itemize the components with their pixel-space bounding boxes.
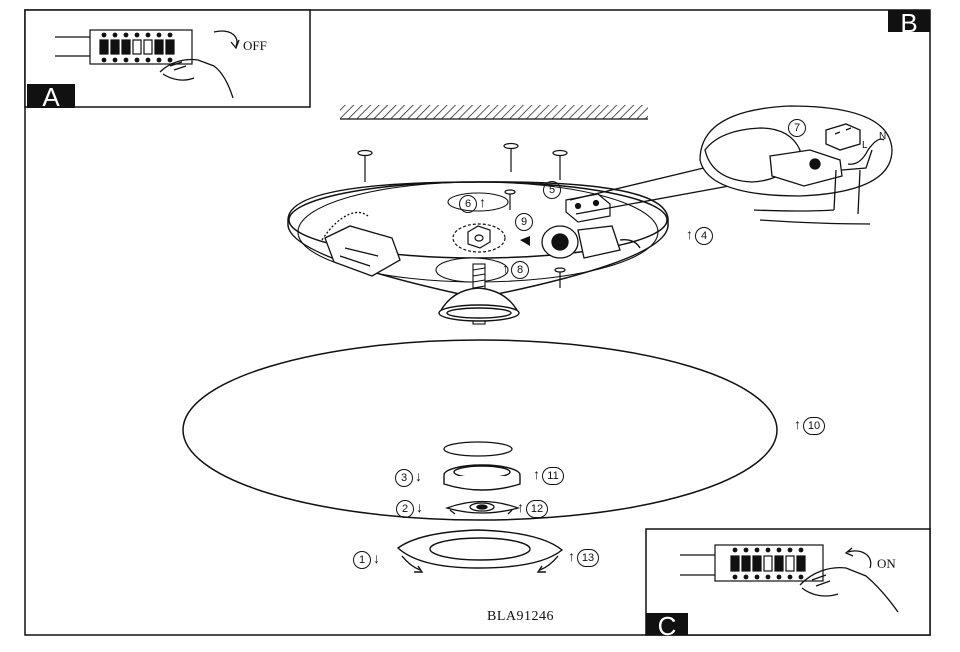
panel-a-label: A [27, 84, 75, 110]
arrow-head-icon [520, 236, 530, 246]
breaker-box-off [55, 29, 193, 65]
diffuser-center-cap [443, 441, 513, 457]
step-9: 9 [515, 212, 533, 231]
finial-ring [443, 464, 521, 491]
arrow-up-icon: ↑ [794, 416, 801, 432]
arrow-up-icon: ↑ [479, 194, 486, 210]
center-nut [452, 223, 506, 253]
arrow-up-icon: ↑ [568, 548, 575, 564]
step-2: 2↓ [396, 499, 425, 518]
step-8: ↑8 [500, 260, 529, 279]
lamp-holder-right [541, 225, 641, 259]
hand-icon [159, 58, 234, 99]
decorative-nut [444, 500, 521, 515]
mount-hole [435, 257, 509, 283]
switch-off-text: OFF [243, 38, 267, 53]
model-code: BLA91246 [487, 609, 554, 624]
arrow-up-icon: ↑ [517, 499, 524, 515]
arrow-down-icon: ↓ [373, 550, 380, 566]
step-3: 3↓ [395, 468, 424, 487]
arrow-up-icon: ↑ [533, 466, 540, 482]
hand-icon [799, 566, 899, 613]
switch-on-text: ON [877, 556, 896, 571]
panel-c-label: C [646, 613, 688, 639]
step-7: 7 [788, 118, 806, 137]
breaker-box-on [680, 544, 824, 582]
screw-icon [504, 189, 566, 288]
arrow-down-icon: ↓ [415, 468, 422, 484]
step-12: ↑12 [515, 499, 548, 518]
arrow-head-icon [230, 39, 240, 50]
terminal-block [565, 193, 611, 223]
step-10: ↑10 [792, 416, 825, 435]
arrow-up-icon: ↑ [502, 260, 509, 276]
glass-diffuser [182, 339, 778, 521]
wiring-detail-callout [569, 105, 893, 225]
step-4: ↑4 [684, 226, 713, 245]
outer-frame [24, 9, 931, 636]
decorative-ring [396, 529, 564, 573]
arrow-head-icon [844, 547, 854, 557]
panel-b-label: B [888, 10, 930, 36]
step-5: 5 [543, 180, 561, 199]
step-13: ↑13 [566, 548, 599, 567]
ceiling-hatch [340, 105, 648, 119]
step-11: ↑11 [531, 466, 564, 485]
ceiling-screws [357, 142, 568, 182]
wire-label-live: L [862, 140, 868, 151]
arrow-up-icon: ↑ [686, 226, 693, 242]
lamp-holder-left [321, 211, 401, 277]
center-cup [438, 287, 520, 322]
rotate-arrow-on-icon [847, 550, 872, 569]
step-6: 6↑ [459, 194, 488, 213]
step-1: 1↓ [353, 550, 382, 569]
rotate-arrow-off-icon [213, 30, 238, 47]
arrow-down-icon: ↓ [416, 499, 423, 515]
wire-label-neutral: N [879, 131, 887, 142]
